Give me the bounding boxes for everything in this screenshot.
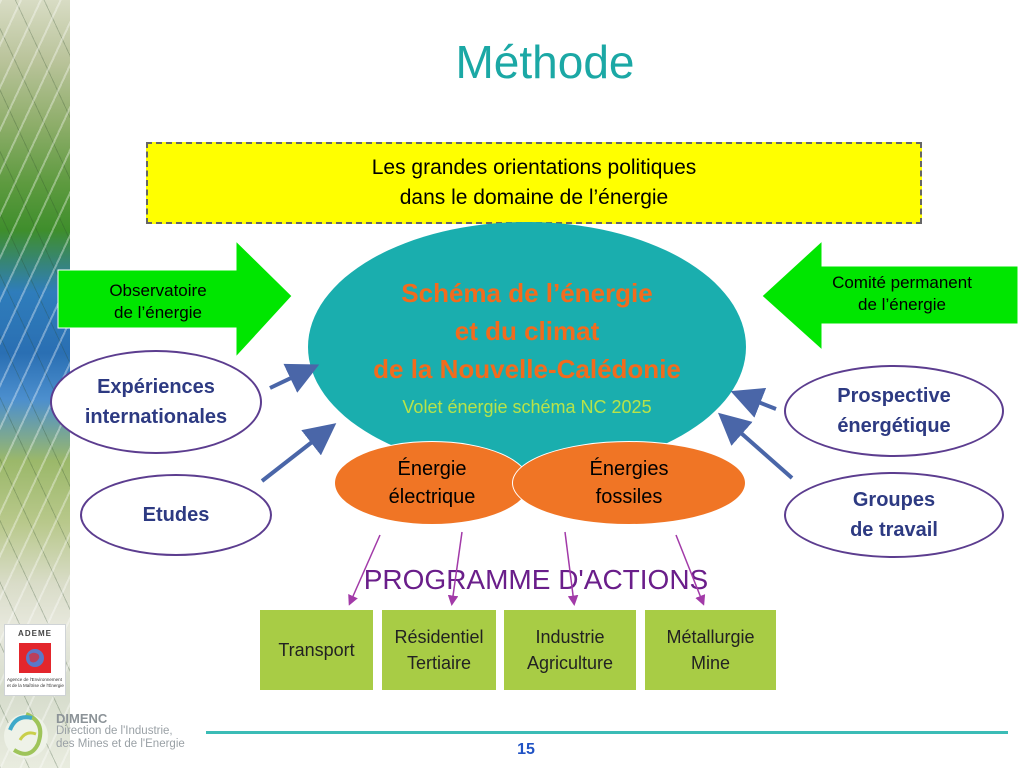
orientations-line-1: Les grandes orientations politiques	[371, 156, 697, 179]
sector-residentiel: Résidentiel Tertiaire	[382, 610, 496, 690]
fossiles-line-2: fossiles	[595, 486, 663, 508]
prospective-line-1: Prospective	[837, 385, 951, 407]
central-ellipse	[308, 222, 746, 472]
ademe-word: ADEME	[18, 629, 52, 638]
ademe-caption-line-2: et de la Maîtrise de l'Énergie	[7, 683, 64, 688]
observatoire-label: Observatoire de l’énergie	[68, 280, 248, 324]
orientations-line-2: dans le domaine de l’énergie	[399, 186, 669, 209]
experiences-line-1: Expériences	[97, 376, 215, 398]
central-title-line-2: et du climat	[454, 316, 600, 346]
sector-industrie-line-2: Agriculture	[526, 653, 614, 673]
arrow-experiences	[269, 363, 320, 393]
sector-metallurgie-line-1: Métallurgie	[666, 627, 755, 647]
arrow-etudes	[260, 423, 337, 483]
programme-heading: PROGRAMME D'ACTIONS	[363, 564, 709, 595]
dimenc-name: DIMENC	[56, 711, 108, 726]
electrique-line-2: électrique	[388, 486, 476, 508]
ring-prospective: Prospective énergétique	[784, 365, 1004, 457]
orientations-box: Les grandes orientations politiques dans…	[146, 142, 922, 224]
arrow-to-transport	[348, 534, 381, 606]
ring-experiences: Expériences internationales	[50, 350, 262, 454]
comite-line-2: de l’énergie	[858, 295, 946, 314]
experiences-line-2: internationales	[84, 406, 228, 428]
dimenc-line-1: Direction de l'Industrie,	[56, 725, 173, 737]
arrow-prospective	[730, 387, 777, 418]
sector-industrie: Industrie Agriculture	[504, 610, 636, 690]
ademe-logo: ADEME Agence de l'Environnement et de la…	[4, 624, 66, 696]
arrow-observatoire	[57, 239, 293, 359]
arrow-comite	[761, 239, 1019, 352]
footer-line	[206, 731, 1008, 734]
groupes-line-1: Groupes	[852, 489, 936, 511]
arrow-to-residentiel	[447, 531, 463, 606]
arrow-to-industrie	[564, 531, 579, 606]
sector-transport-line-1: Transport	[278, 640, 355, 660]
electrique-line-1: Énergie	[397, 458, 467, 480]
central-subtitle: Volet énergie schéma NC 2025	[402, 397, 652, 417]
comite-label: Comité permanent de l’énergie	[800, 272, 1004, 316]
sector-industrie-line-1: Industrie	[535, 627, 605, 647]
groupes-line-2: de travail	[850, 519, 938, 541]
sector-transport: Transport	[260, 610, 373, 690]
comite-line-1: Comité permanent	[832, 273, 972, 292]
central-title-line-3: de la Nouvelle-Calédonie	[373, 354, 681, 384]
slide-title: Méthode	[455, 36, 635, 88]
dimenc-swirl-icon	[4, 712, 48, 758]
programme-arrows	[348, 531, 706, 606]
sector-metallurgie-line-2: Mine	[690, 653, 730, 673]
prospective-line-2: énergétique	[837, 415, 951, 437]
dimenc-logo-text: DIMENC Direction de l'Industrie, des Min…	[56, 712, 206, 751]
ring-groupes: Groupes de travail	[784, 472, 1004, 558]
fossiles-line-1: Énergies	[589, 458, 669, 480]
dimenc-line-2: des Mines et de l'Energie	[56, 738, 185, 750]
ademe-caption: Agence de l'Environnement et de la Maîtr…	[7, 677, 65, 689]
energy-electrique: Énergie électrique	[334, 441, 530, 525]
ademe-caption-line-1: Agence de l'Environnement	[7, 677, 62, 682]
energy-fossiles: Énergies fossiles	[512, 441, 746, 525]
etudes-label: Etudes	[142, 504, 210, 526]
sector-residentiel-line-1: Résidentiel	[394, 627, 484, 647]
sector-residentiel-line-2: Tertiaire	[406, 653, 472, 673]
input-arrows	[260, 363, 794, 483]
observatoire-line-1: Observatoire	[109, 281, 207, 300]
ademe-globe-icon	[19, 643, 51, 673]
sector-metallurgie: Métallurgie Mine	[645, 610, 776, 690]
central-title: Schéma de l’énergie et du climat de la N…	[300, 274, 754, 388]
arrow-groupes	[718, 412, 794, 480]
arrow-to-metallurgie	[675, 534, 706, 606]
page-number: 15	[517, 741, 535, 758]
central-title-line-1: Schéma de l’énergie	[401, 278, 653, 308]
ring-etudes: Etudes	[80, 474, 272, 556]
observatoire-line-2: de l’énergie	[114, 303, 202, 322]
